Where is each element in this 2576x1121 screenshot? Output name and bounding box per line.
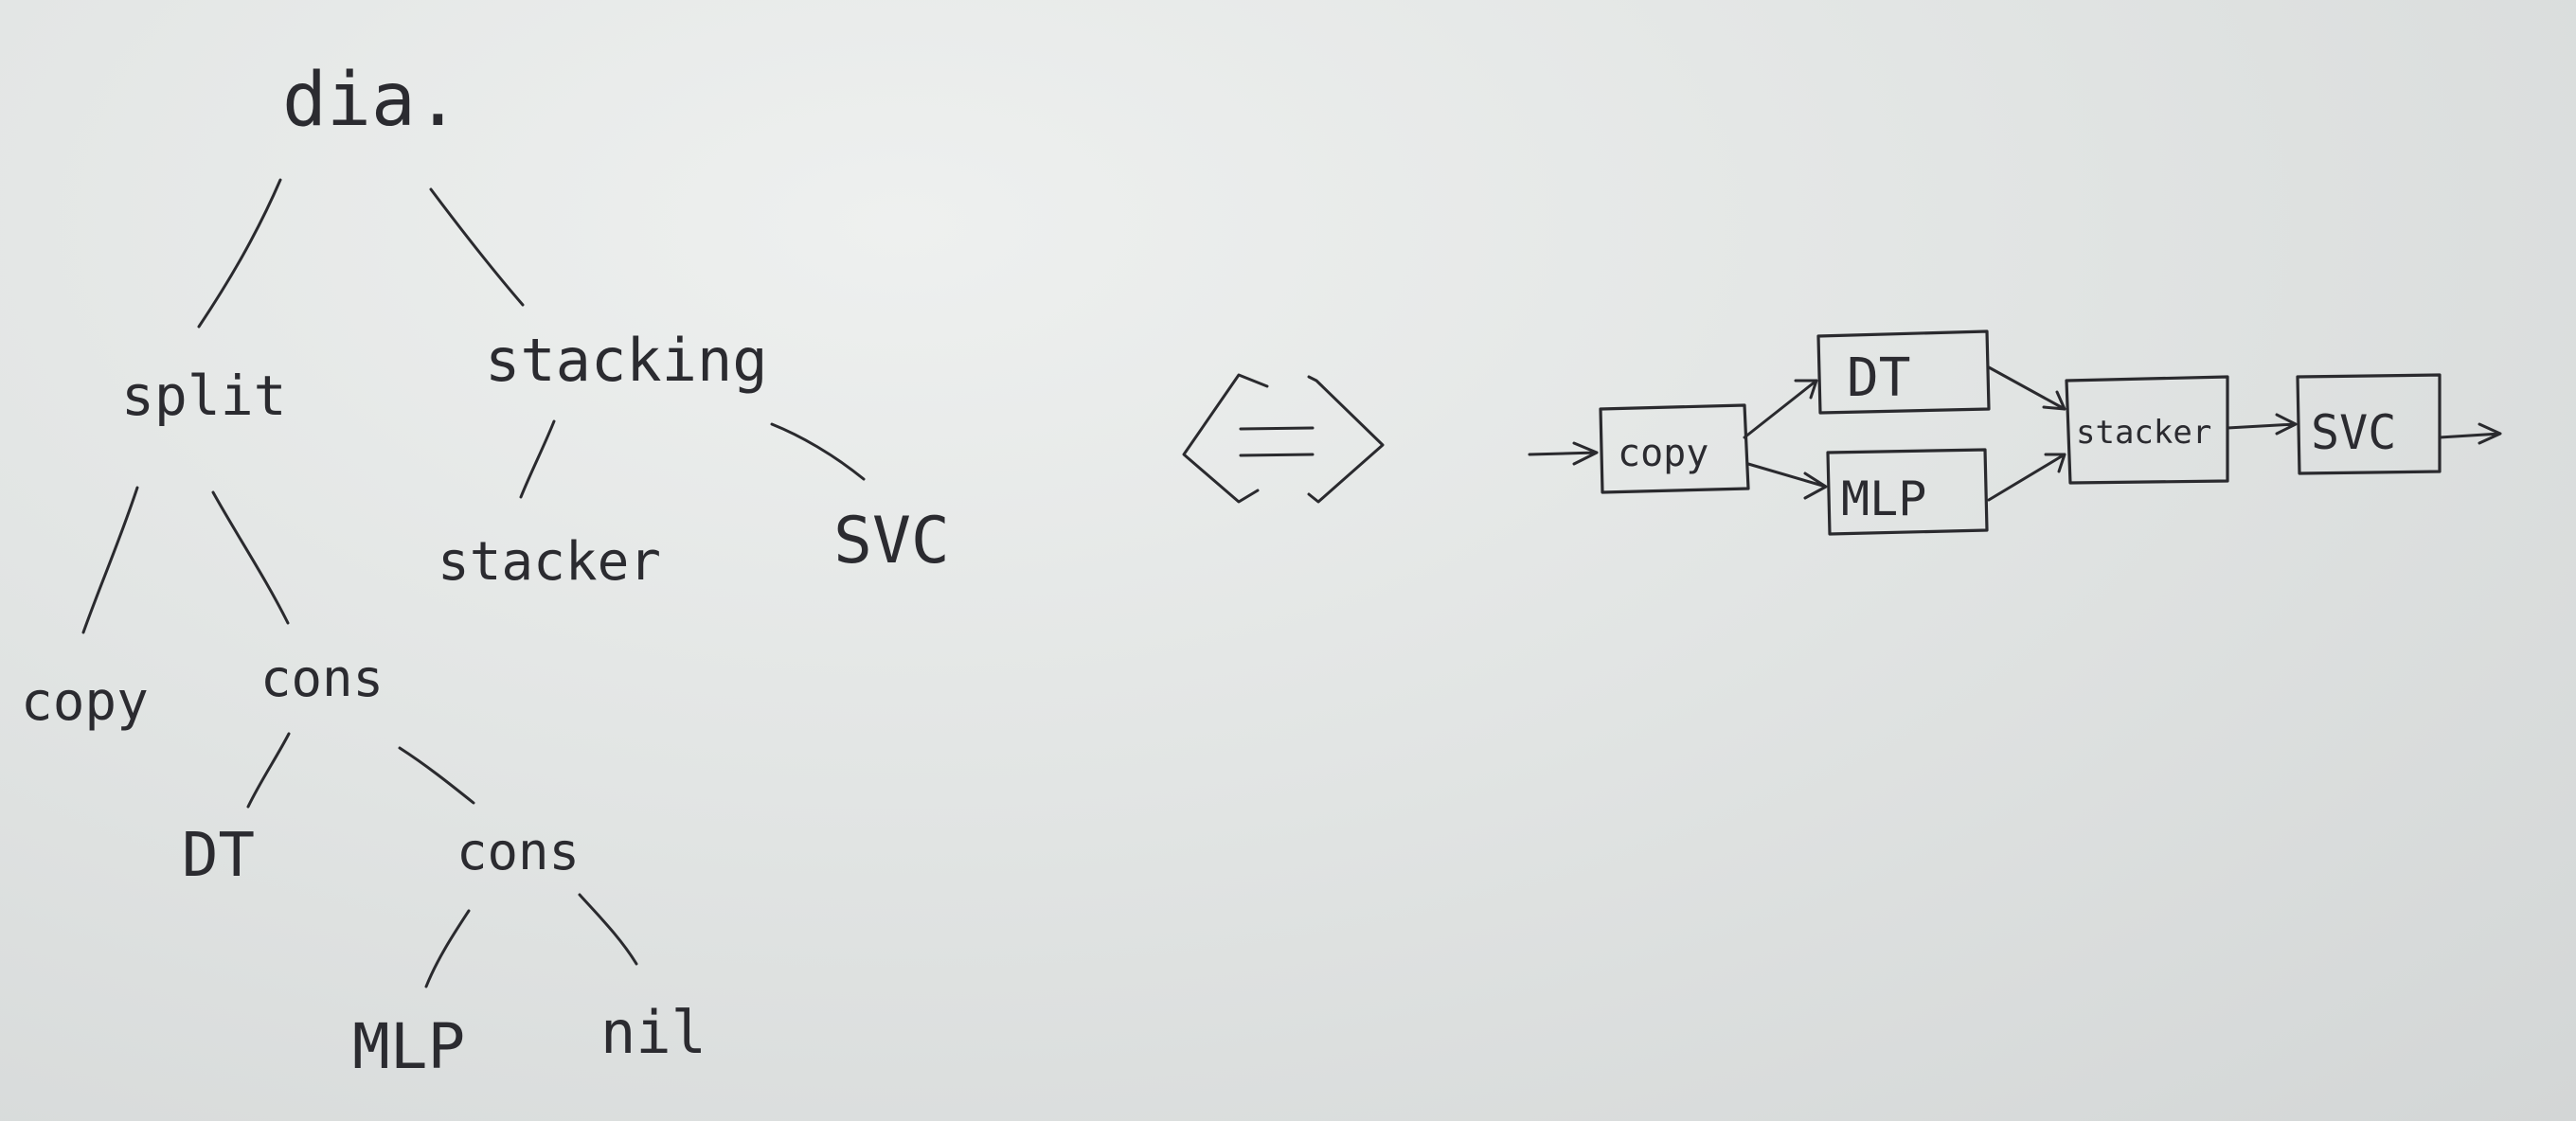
- pipeline-box-dt: [1816, 329, 1991, 415]
- tree-node-copy: copy: [21, 671, 149, 733]
- pipeline-label-mlp: MLP: [1841, 472, 1926, 526]
- pipeline-box-copy: [1599, 403, 1750, 494]
- tree-edge-cons-nil: [578, 893, 638, 966]
- tree-edge-stacking-svc: [770, 422, 866, 481]
- pipeline-box-stacker: [2065, 375, 2229, 485]
- tree-node-svc: SVC: [833, 504, 950, 578]
- pipeline-label-svc: SVC: [2311, 405, 2396, 460]
- tree-edge-stacking-stacker: [519, 419, 556, 499]
- double-headed-arrow-icon: [1182, 373, 1385, 504]
- tree-edge-cons-dt: [246, 732, 291, 809]
- tree-node-dt: DT: [182, 821, 255, 891]
- tree-node-root: dia.: [282, 58, 460, 143]
- output-arrow-icon: [2438, 422, 2502, 445]
- pipeline-diagram: copy DT MLP stacker SVC: [1528, 329, 2502, 536]
- tree-node-nil: nil: [600, 998, 707, 1067]
- arrow-copy-to-mlp: [1746, 462, 1828, 500]
- pipeline-box-svc: [2296, 373, 2442, 475]
- pipeline-box-mlp: [1826, 448, 1989, 536]
- arrow-mlp-to-stacker: [1987, 453, 2066, 502]
- tree-edge-root-split: [197, 178, 282, 329]
- tree-edge-cons-cons: [398, 746, 475, 805]
- arrow-stacker-to-svc: [2226, 413, 2298, 436]
- arrow-copy-to-dt: [1743, 379, 1818, 439]
- tree-edge-root-stacking: [429, 187, 525, 307]
- tree-node-cons: cons: [260, 649, 384, 708]
- pipeline-label-dt: DT: [1847, 347, 1910, 409]
- arrow-dt-to-stacker: [1987, 365, 2066, 411]
- input-arrow-icon: [1528, 441, 1599, 466]
- tree-edge-split-cons: [211, 490, 290, 625]
- tree-node-stacking: stacking: [485, 326, 768, 395]
- tree-node-mlp: MLP: [352, 1010, 465, 1083]
- pipeline-label-stacker: stacker: [2076, 414, 2211, 452]
- tree-node-stacker: stacker: [438, 531, 661, 593]
- tree-edge-cons-mlp: [424, 909, 471, 988]
- tree-node-split: split: [121, 364, 287, 428]
- pipeline-label-copy: copy: [1618, 432, 1708, 475]
- tree-node-cons-inner: cons: [456, 822, 580, 881]
- expression-tree: dia. split stacking copy cons stacker SV…: [21, 58, 950, 1083]
- tree-edge-split-copy: [81, 486, 139, 634]
